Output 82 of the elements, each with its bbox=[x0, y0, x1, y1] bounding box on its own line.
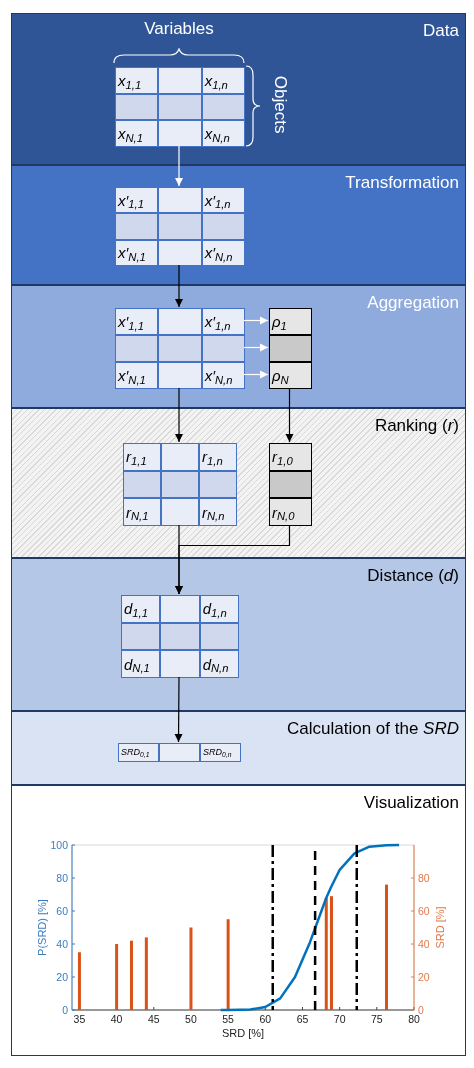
vector-table bbox=[269, 308, 312, 389]
tick-label: 65 bbox=[296, 1013, 309, 1025]
tick-label: 20 bbox=[56, 971, 68, 983]
arrow bbox=[174, 264, 184, 308]
tick-label: 0 bbox=[418, 1004, 424, 1016]
axis-label: Objects bbox=[269, 74, 291, 136]
matrix-cell: x′$_{1,1}$ bbox=[115, 308, 159, 335]
tick-label: 80 bbox=[56, 872, 68, 884]
matrix-cell: SRD$_{0,1}$ bbox=[118, 743, 159, 762]
matrix-cell: x$_{N,1}$ bbox=[115, 120, 159, 147]
tick-label: 0 bbox=[62, 1004, 68, 1016]
matrix-cell: x′$_{1,n}$ bbox=[201, 308, 245, 335]
matrix-cell: x′$_{1,1}$ bbox=[115, 187, 159, 214]
arrow bbox=[174, 387, 184, 443]
stage-band bbox=[11, 711, 466, 785]
stage-heading: Transformation bbox=[345, 172, 459, 194]
matrix-table bbox=[115, 308, 245, 389]
arrow bbox=[243, 343, 269, 352]
axis-title: P(SRD) [%] bbox=[36, 899, 48, 956]
matrix-table bbox=[115, 187, 245, 266]
matrix-table bbox=[118, 743, 241, 762]
matrix-cell: x′$_{N,1}$ bbox=[115, 362, 159, 389]
matrix-cell: r$_{N,n}$ bbox=[199, 498, 237, 526]
arrow bbox=[285, 387, 294, 443]
stage-band bbox=[11, 558, 466, 711]
arrow bbox=[174, 145, 184, 187]
matrix-cell: x′$_{1,n}$ bbox=[201, 187, 245, 214]
tick-label: 50 bbox=[185, 1013, 197, 1025]
tick-label: 20 bbox=[418, 971, 430, 983]
tick-label: 45 bbox=[147, 1013, 160, 1025]
matrix-table bbox=[123, 443, 237, 526]
tick-label: 35 bbox=[73, 1013, 86, 1025]
matrix-table bbox=[121, 595, 239, 678]
matrix-cell: d$_{1,1}$ bbox=[121, 595, 161, 623]
tick-label: 55 bbox=[222, 1013, 234, 1025]
matrix-cell: x′$_{N,n}$ bbox=[201, 362, 245, 389]
stage-band bbox=[11, 285, 466, 408]
matrix-cell: x$_{1,1}$ bbox=[115, 67, 159, 94]
matrix-cell: ρ$_{N}$ bbox=[269, 362, 312, 389]
matrix-cell: x$_{N,n}$ bbox=[201, 120, 245, 147]
arrow bbox=[243, 316, 269, 325]
tick-label: 40 bbox=[110, 1013, 123, 1025]
stage-heading: Visualization bbox=[363, 792, 459, 814]
stage-heading: Ranking (r) bbox=[374, 415, 459, 437]
tick-label: 60 bbox=[259, 1013, 272, 1025]
tick-label: 80 bbox=[408, 1013, 420, 1025]
axis-label: Variables bbox=[143, 18, 215, 40]
matrix-cell: r$_{N,1}$ bbox=[123, 498, 161, 526]
tick-label: 100 bbox=[50, 839, 68, 851]
matrix-cell: d$_{1,n}$ bbox=[199, 595, 239, 623]
tick-label: 75 bbox=[371, 1013, 383, 1025]
matrix-cell: x′$_{N,1}$ bbox=[115, 239, 159, 266]
stage-heading: Aggregation bbox=[367, 292, 459, 314]
arrow bbox=[174, 524, 291, 595]
axis-title: SRD [%] bbox=[434, 906, 446, 949]
matrix-cell: d$_{N,1}$ bbox=[121, 650, 161, 678]
stage-heading: Data bbox=[423, 20, 459, 42]
stage-band bbox=[11, 408, 466, 558]
tick-label: 40 bbox=[418, 938, 430, 950]
matrix-cell: ρ$_{1}$ bbox=[269, 308, 312, 335]
arrow bbox=[174, 676, 183, 743]
stage-heading: Calculation of the SRD bbox=[287, 718, 459, 740]
tick-label: 60 bbox=[418, 905, 430, 917]
stage-band bbox=[11, 785, 466, 1056]
tick-label: 60 bbox=[56, 905, 68, 917]
tick-label: 40 bbox=[56, 938, 68, 950]
stage-heading: Distance (d) bbox=[367, 565, 459, 587]
vector-table bbox=[269, 443, 312, 526]
matrix-cell: r$_{1,1}$ bbox=[123, 443, 161, 471]
stage-band bbox=[11, 13, 466, 165]
tick-label: 80 bbox=[418, 872, 430, 884]
matrix-cell: r$_{1,0}$ bbox=[269, 443, 312, 471]
matrix-cell: x$_{1,n}$ bbox=[201, 67, 245, 94]
tick-label: 70 bbox=[333, 1013, 346, 1025]
arrow bbox=[243, 370, 269, 379]
stage-band bbox=[11, 165, 466, 285]
matrix-cell: d$_{N,n}$ bbox=[199, 650, 239, 678]
matrix-table bbox=[115, 67, 245, 147]
matrix-cell: r$_{1,n}$ bbox=[199, 443, 237, 471]
matrix-cell: SRD$_{0,n}$ bbox=[200, 743, 241, 762]
matrix-cell: r$_{N,0}$ bbox=[269, 498, 312, 526]
axis-title: SRD [%] bbox=[221, 1027, 265, 1039]
